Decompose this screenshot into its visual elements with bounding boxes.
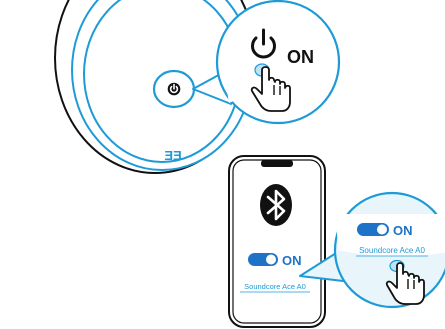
bluetooth-zoom-callout: ON Soundcore Ace A0 [299, 191, 445, 309]
power-icon [251, 28, 276, 59]
hand-pointer-icon [385, 262, 425, 305]
callout-bluetooth-toggle[interactable] [357, 223, 389, 236]
callout-device-name[interactable]: Soundcore Ace A0 [359, 246, 425, 255]
phone-bluetooth-toggle[interactable] [248, 253, 278, 266]
smartphone: ON Soundcore Ace A0 [228, 155, 326, 328]
power-icon [167, 82, 181, 96]
phone-device-name[interactable]: Soundcore Ace A0 [244, 282, 306, 291]
led-indicator: ƎƎ [164, 148, 181, 163]
callout-toggle-label: ON [393, 223, 413, 238]
phone-toggle-label: ON [282, 253, 302, 268]
power-zoom-callout: ON [192, 0, 341, 125]
hand-pointer-icon [250, 66, 291, 112]
bluetooth-icon [260, 184, 292, 226]
device-power-button[interactable] [152, 69, 196, 109]
power-on-label: ON [287, 47, 314, 67]
